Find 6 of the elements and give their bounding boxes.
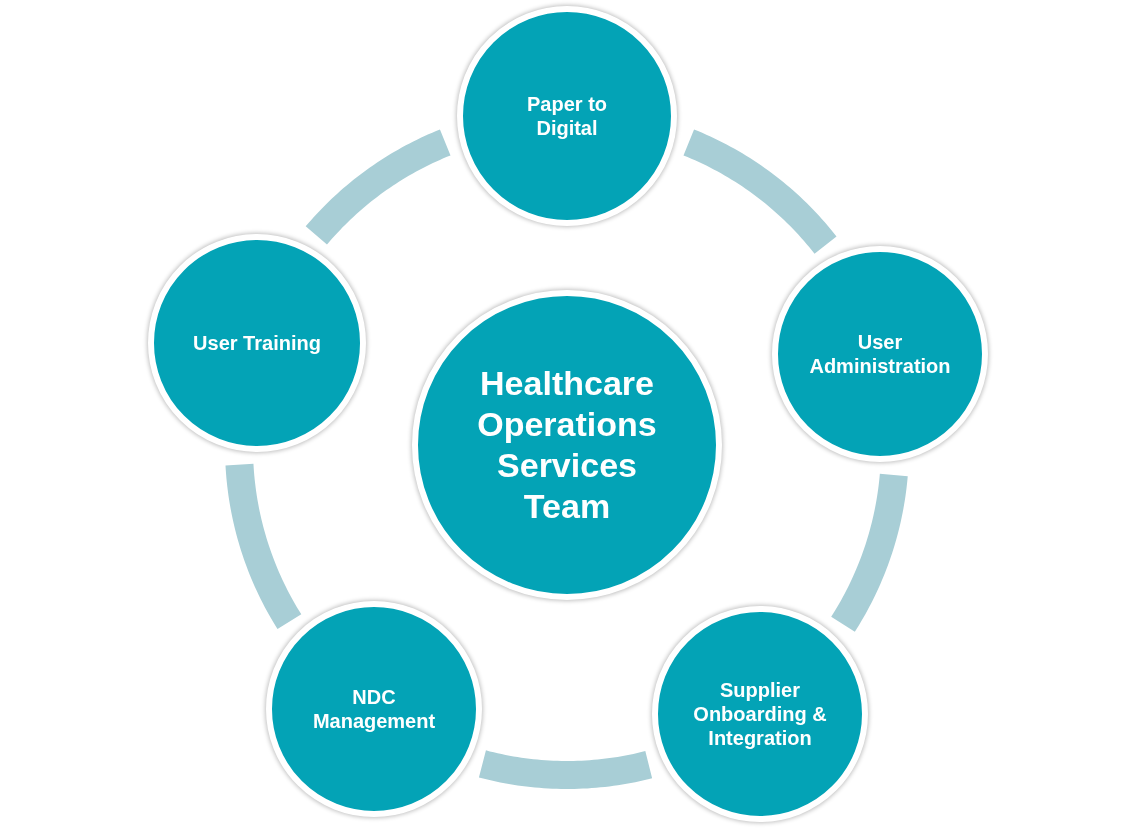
circle-label: User Training — [193, 331, 321, 355]
circle-label: Paper to Digital — [526, 92, 608, 140]
circle-label: Supplier Onboarding & Integration — [692, 678, 828, 750]
circle-label: Healthcare Operations Services Team — [476, 363, 658, 527]
circle-label: User Administration — [808, 330, 952, 378]
circle-label: NDC Management — [311, 685, 437, 733]
